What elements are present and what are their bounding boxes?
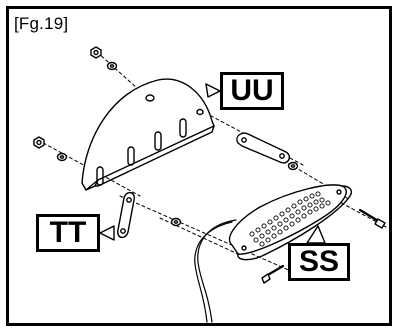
led-dots [249,191,331,247]
screw-right [358,208,386,229]
washer-center [170,217,182,227]
bracket-plate-uu [81,78,215,191]
callout-tt: TT [36,214,100,252]
callout-ss: SS [288,243,350,281]
led-light-ss [228,184,353,261]
washer-left [56,152,68,162]
nut-left [33,136,45,149]
figure-frame [6,6,392,326]
screw-bottom [261,264,285,284]
led-cable [197,219,237,323]
washer-right [287,161,299,171]
bracket-slots [96,118,187,186]
nut-top-left [90,46,102,59]
washer-top-left [106,61,118,71]
figure-label: [Fg.19] [14,14,69,33]
link-plate-right [236,132,290,164]
link-plate-tt [117,191,135,239]
callout-uu: UU [220,72,284,110]
